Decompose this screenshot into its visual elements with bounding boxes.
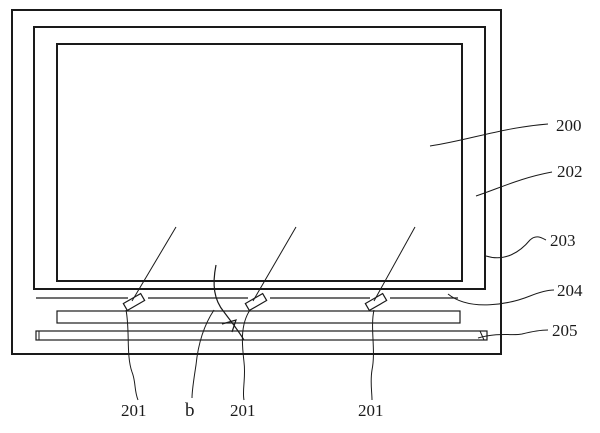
sensor-middle [244,226,297,312]
leader-202 [475,171,553,197]
label-204: 204 [557,281,583,300]
light-bar-strip [56,310,461,324]
label-203: 203 [550,231,576,250]
label-200: 200 [556,116,582,135]
leader-204 [447,289,555,306]
label-202: 202 [557,162,583,181]
label-b: b [185,400,195,421]
sensor-right [364,226,416,312]
base-strip-end-marks [38,330,485,341]
leader-201-left [125,309,139,401]
outer-housing-frame [11,9,502,355]
leader-201-right [370,309,375,401]
path-b-curve [213,264,245,341]
leader-201-middle [241,309,251,401]
leader-205 [477,329,549,339]
inner-bezel [33,26,486,290]
sensor-left [122,226,177,312]
leader-b [191,309,215,399]
display-panel [56,43,463,282]
label-201-middle: 201 [230,401,256,420]
label-201-right: 201 [358,401,384,420]
leader-203 [485,236,547,259]
leader-200 [429,123,549,147]
label-201-left: 201 [121,401,147,420]
label-205: 205 [552,321,578,340]
path-b-arrowhead [221,319,237,333]
base-strip [35,330,488,341]
